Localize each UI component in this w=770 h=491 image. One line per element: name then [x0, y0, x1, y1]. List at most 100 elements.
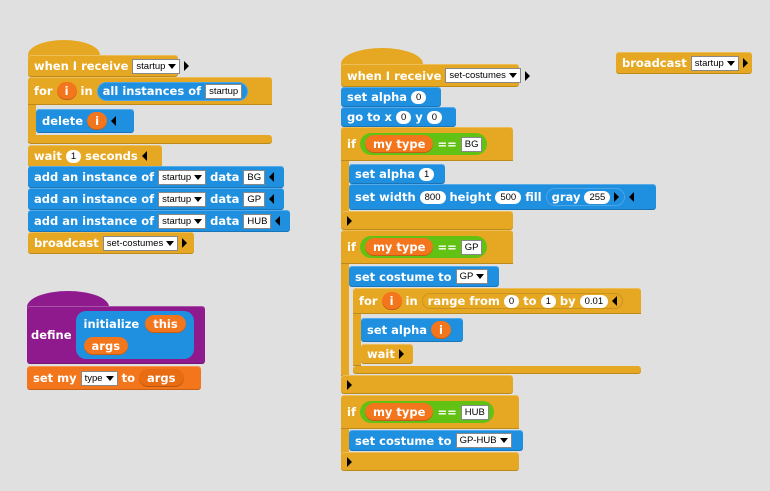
range-by-field[interactable]: 0.01: [579, 294, 609, 308]
initialize-prototype[interactable]: initialize this args: [75, 311, 194, 359]
collapse-arrow-icon[interactable]: [275, 216, 281, 226]
my-type-reporter[interactable]: my type: [364, 238, 434, 256]
range-reporter[interactable]: range from 0 to 1 by 0.01: [421, 293, 624, 309]
to-args-var[interactable]: args: [139, 369, 184, 387]
add-data-field[interactable]: BG: [243, 169, 266, 185]
define-hat-block[interactable]: define initialize this args: [27, 306, 205, 364]
my-type-reporter[interactable]: my type: [364, 135, 434, 153]
if-hub-footer[interactable]: [341, 452, 519, 471]
wait-value-field[interactable]: 1: [65, 149, 82, 163]
compare-value-field[interactable]: BG: [460, 136, 483, 152]
collapse-arrow-icon[interactable]: [141, 151, 147, 161]
for-range-loop-block[interactable]: for i in range from 0 to 1 by 0.01: [353, 288, 641, 314]
range-from-field[interactable]: 0: [503, 294, 520, 308]
add-data-field[interactable]: GP: [243, 191, 266, 207]
message-dropdown[interactable]: set-costumes: [445, 68, 521, 83]
go-to-xy-block[interactable]: go to x 0 y 0: [341, 107, 456, 127]
expand-arrow-icon[interactable]: [347, 456, 352, 467]
add-instance-block-gp[interactable]: add an instance of startup data GP: [28, 188, 284, 210]
set-costume-gphub-block[interactable]: set costume to GP-HUB: [349, 430, 523, 451]
compare-value-field[interactable]: HUB: [460, 404, 489, 420]
go-to-x-field[interactable]: 0: [395, 110, 412, 124]
expand-arrow-icon[interactable]: [398, 349, 404, 359]
set-alpha-value-field[interactable]: 1: [419, 167, 435, 181]
expand-arrow-icon[interactable]: [524, 70, 530, 81]
costume-dropdown[interactable]: GP-HUB: [455, 433, 512, 448]
if-arm: [341, 429, 349, 455]
when-i-receive-label: when I receive: [34, 59, 129, 73]
add-data-field[interactable]: HUB: [243, 213, 272, 229]
add-target-dropdown[interactable]: startup: [158, 213, 207, 229]
collapse-arrow-icon[interactable]: [629, 192, 635, 202]
expand-arrow-icon[interactable]: [184, 61, 190, 71]
if-bg-block[interactable]: if my type == BG: [341, 127, 513, 161]
wait-block[interactable]: wait: [361, 344, 413, 364]
delete-var-i[interactable]: i: [87, 112, 108, 130]
expand-arrow-icon[interactable]: [182, 238, 188, 248]
expand-arrow-icon[interactable]: [742, 58, 748, 68]
set-my-block[interactable]: set my type to args: [27, 366, 201, 390]
add-target-dropdown[interactable]: startup: [158, 169, 207, 185]
set-alpha-1-block[interactable]: set alpha 1: [349, 164, 445, 184]
collapse-arrow-icon[interactable]: [269, 172, 275, 182]
for-loop-footer: [353, 366, 641, 374]
go-to-y-field[interactable]: 0: [426, 110, 443, 124]
param-this[interactable]: this: [145, 315, 186, 333]
collapse-arrow-icon[interactable]: [111, 116, 117, 126]
add-instance-label: add an instance of: [34, 192, 155, 206]
width-field[interactable]: 800: [419, 190, 446, 204]
set-alpha-i-block[interactable]: set alpha i: [361, 318, 463, 342]
set-alpha-value-field[interactable]: 0: [411, 90, 427, 104]
collapse-arrow-icon[interactable]: [612, 296, 618, 306]
costume-dropdown[interactable]: GP: [455, 269, 489, 284]
gray-label: gray: [551, 190, 581, 204]
gray-value-field[interactable]: 255: [584, 190, 611, 204]
equals-predicate[interactable]: my type == BG: [359, 133, 488, 155]
if-gp-block[interactable]: if my type == GP: [341, 230, 513, 264]
for-each-loop-block[interactable]: for i in all instances of startup: [28, 77, 272, 105]
set-costume-gp-block[interactable]: set costume to GP: [349, 266, 499, 287]
height-label: height: [449, 190, 492, 204]
when-i-receive-set-costumes-hat[interactable]: when I receive set-costumes: [341, 64, 530, 87]
loop-variable-i[interactable]: i: [381, 292, 402, 310]
add-instance-block-bg[interactable]: add an instance of startup data BG: [28, 166, 284, 188]
go-to-y-label: y: [415, 110, 423, 124]
if-bg-footer[interactable]: [341, 211, 513, 230]
add-target-dropdown[interactable]: startup: [158, 191, 207, 207]
message-dropdown[interactable]: startup: [132, 58, 181, 74]
expand-arrow-icon[interactable]: [614, 192, 620, 202]
set-width-height-fill-block[interactable]: set width 800 height 500 fill gray 255: [349, 184, 656, 210]
all-instances-of-reporter[interactable]: all instances of startup: [96, 81, 249, 101]
add-instance-block-hub[interactable]: add an instance of startup data HUB: [28, 210, 290, 232]
if-gp-footer[interactable]: [341, 375, 513, 394]
delete-block[interactable]: delete i: [36, 109, 134, 133]
if-label: if: [347, 137, 356, 151]
if-hub-block[interactable]: if my type == HUB: [341, 395, 519, 429]
wait-seconds-block[interactable]: wait 1 seconds: [28, 145, 162, 167]
broadcast-message-dropdown[interactable]: startup: [690, 55, 739, 71]
instances-target-field[interactable]: startup: [205, 83, 243, 99]
broadcast-set-costumes-block[interactable]: broadcast set-costumes: [28, 232, 194, 254]
broadcast-message-dropdown[interactable]: set-costumes: [102, 235, 179, 251]
expand-arrow-icon[interactable]: [347, 379, 352, 390]
set-alpha-block[interactable]: set alpha 0: [341, 87, 441, 107]
collapse-arrow-icon[interactable]: [269, 194, 275, 204]
data-label: data: [210, 170, 240, 184]
expand-arrow-icon[interactable]: [347, 215, 352, 226]
wait-label: wait: [367, 347, 395, 361]
range-from-label: range from: [427, 294, 500, 308]
param-args[interactable]: args: [83, 337, 129, 355]
gray-reporter[interactable]: gray 255: [545, 188, 626, 206]
when-i-receive-startup-hat[interactable]: when I receive startup: [28, 55, 190, 77]
set-alpha-var-i[interactable]: i: [431, 321, 451, 339]
broadcast-startup-block[interactable]: broadcast startup: [616, 52, 752, 74]
range-to-field[interactable]: 1: [540, 294, 556, 308]
height-field[interactable]: 500: [495, 190, 522, 204]
my-type-reporter[interactable]: my type: [364, 403, 434, 421]
equals-predicate[interactable]: my type == GP: [359, 236, 488, 258]
equals-predicate[interactable]: my type == HUB: [359, 401, 494, 423]
set-my-field-dropdown[interactable]: type: [80, 370, 118, 386]
set-alpha-label: set alpha: [355, 167, 416, 181]
loop-variable-i[interactable]: i: [56, 82, 77, 100]
compare-value-field[interactable]: GP: [460, 239, 483, 255]
